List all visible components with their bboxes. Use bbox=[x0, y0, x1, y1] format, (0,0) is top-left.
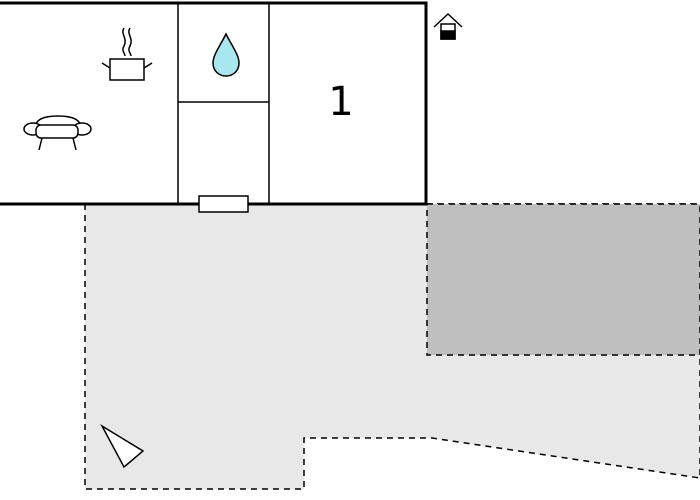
compass-arrow-icon bbox=[100, 423, 145, 469]
water-drop-icon bbox=[212, 32, 240, 77]
covered-area bbox=[426, 203, 700, 356]
house-outline bbox=[0, 1, 428, 206]
sofa-icon bbox=[23, 115, 92, 151]
entrance-door bbox=[198, 195, 249, 213]
room-number-label: 1 bbox=[328, 79, 353, 125]
cooking-pot-icon bbox=[101, 27, 153, 81]
house-entrance-icon bbox=[433, 12, 463, 40]
